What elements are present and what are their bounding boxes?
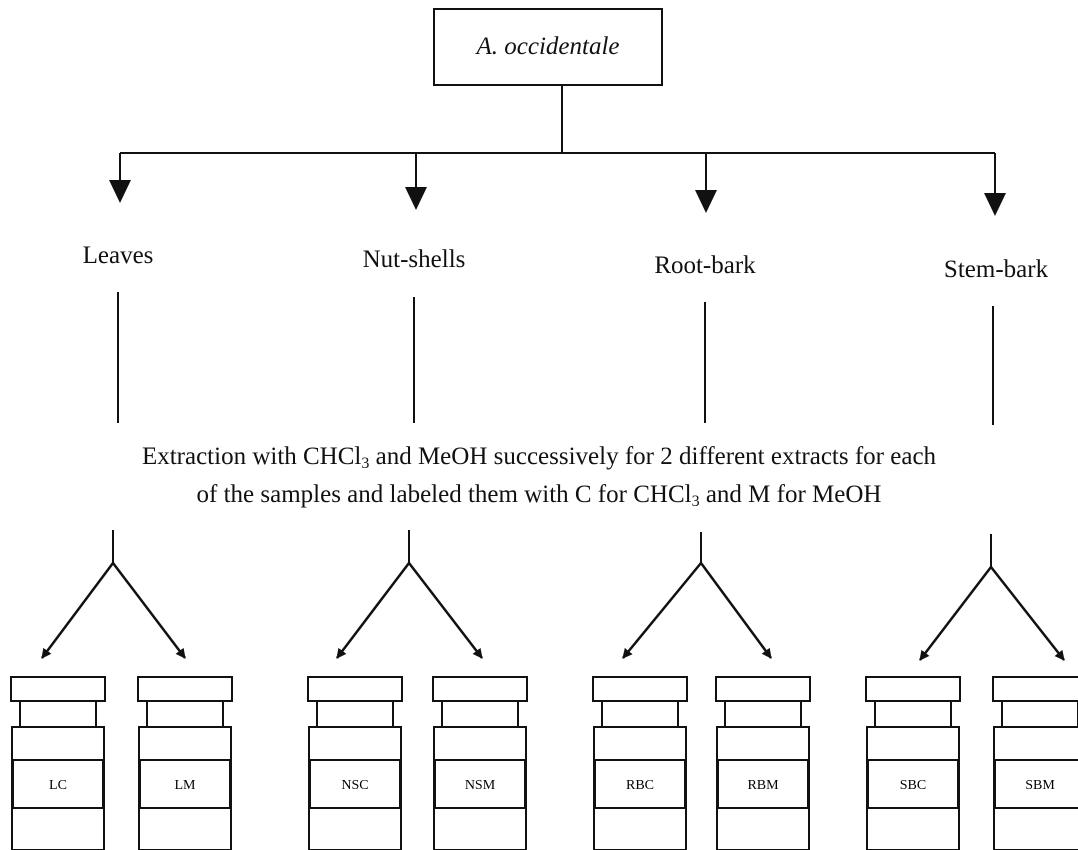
extraction-line-2: of the samples and labeled them with C f… (196, 481, 882, 510)
part-label-root-bark: Root-bark (654, 252, 756, 279)
root-species-box: A. occidentale (433, 8, 663, 86)
jar-label-box (867, 759, 959, 809)
jar-neck (146, 700, 224, 728)
part-label-nut-shells: Nut-shells (362, 246, 466, 273)
jar-label-rbc: RBC (626, 778, 654, 793)
extraction-line-1: Extraction with CHCl3 and MeOH successiv… (141, 443, 937, 472)
split-arrow-lm (112, 562, 186, 659)
jar-label-sbm: SBM (1025, 778, 1055, 793)
jar-lid (715, 676, 811, 702)
sample-jar-rbm: RBM (715, 676, 811, 850)
sample-jar-sbm: SBM (992, 676, 1078, 850)
jar-neck (316, 700, 394, 728)
jar-label-lm: LM (175, 778, 197, 793)
split-arrow-rbc (622, 562, 702, 659)
jar-label-box (994, 759, 1078, 809)
root-species-label: A. occidentale (476, 33, 620, 60)
jar-label-box (434, 759, 526, 809)
jar-lid (137, 676, 233, 702)
jar-neck (19, 700, 97, 728)
jar-lid (592, 676, 688, 702)
split-arrow-lc (40, 562, 115, 659)
sample-jar-rbc: RBC (592, 676, 688, 850)
extraction-description: Extraction with CHCl3 and MeOH successiv… (0, 438, 1078, 514)
jar-neck (724, 700, 802, 728)
sample-jar-sbc: SBC (865, 676, 961, 850)
jar-lid (307, 676, 403, 702)
split-arrow-nsc (336, 562, 410, 659)
jar-label-box (309, 759, 401, 809)
jar-label-box (594, 759, 686, 809)
jar-lid (865, 676, 961, 702)
jar-lid (432, 676, 528, 702)
jar-neck (1001, 700, 1078, 728)
jar-label-box (717, 759, 809, 809)
jar-lid (10, 676, 106, 702)
split-arrow-rbm (699, 562, 773, 659)
jar-label-rbm: RBM (747, 778, 779, 793)
jar-label-nsc: NSC (341, 778, 368, 793)
split-arrow-nsm (408, 562, 483, 659)
sample-jar-lc: LC (10, 676, 106, 850)
jar-neck (441, 700, 519, 728)
arrowhead-nut-shells (405, 187, 427, 210)
split-arrow-sbc (919, 566, 992, 661)
jar-label-box (12, 759, 104, 809)
arrowhead-stem-bark (984, 193, 1006, 216)
jar-label-box (139, 759, 231, 809)
sample-jar-nsc: NSC (307, 676, 403, 850)
jar-lid (992, 676, 1078, 702)
jar-neck (874, 700, 952, 728)
split-arrow-sbm (990, 566, 1065, 661)
arrowhead-leaves (109, 180, 131, 203)
jar-label-nsm: NSM (465, 778, 496, 793)
jar-label-sbc: SBC (900, 778, 926, 793)
sample-jar-nsm: NSM (432, 676, 528, 850)
part-label-stem-bark: Stem-bark (943, 256, 1049, 283)
sample-jar-lm: LM (137, 676, 233, 850)
jar-label-lc: LC (49, 778, 67, 793)
part-label-leaves: Leaves (82, 242, 154, 269)
arrowhead-root-bark (695, 190, 717, 213)
jar-neck (601, 700, 679, 728)
